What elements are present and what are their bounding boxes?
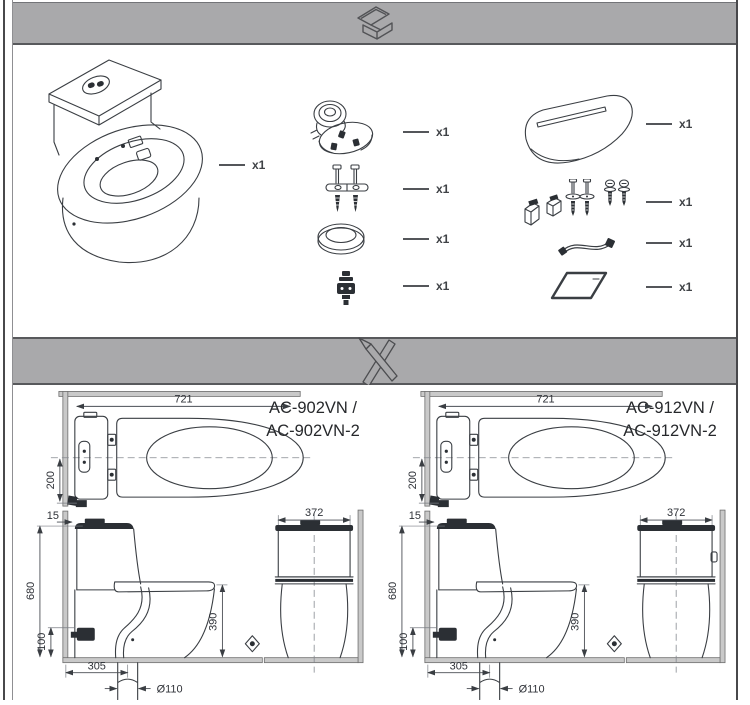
page-content: x1 x1 [12,0,737,701]
dimensions-section-bar [13,337,736,387]
dim-overall-height: 680 [25,582,37,600]
dim-overall-height: 680 [387,582,399,600]
pencil-ruler-cross-icon [357,337,398,387]
qty-label: x1 [679,195,693,209]
qty-label: x1 [436,182,450,196]
dim-seat-center: 200 [407,471,419,489]
open-box-icon [356,6,393,40]
side-view: 15 680 100 305 Ø110 [387,510,625,701]
dim-inlet-height: 100 [36,633,48,651]
page-edge-right [736,0,738,700]
model-label-ac912: AC-912VN / AC-912VN-2 [605,397,735,443]
dimension-panels: 721 200 [13,385,737,701]
dimension-drawing-right: 721 200 [387,391,726,701]
qty-inlet-fitting: x1 [403,277,449,295]
qty-label: x1 [436,232,450,246]
qty-label: x1 [436,279,450,293]
qty-label: x1 [679,236,693,250]
dim-overall-depth: 721 [174,393,192,405]
leader-line [403,238,429,240]
flush-knob [710,551,718,563]
panel-ac912: 721 200 [375,385,737,701]
dim-overall-width: 372 [667,507,685,519]
leader-line [646,201,672,203]
qty-mounting-hardware: x1 [646,193,692,211]
front-view: 372 [606,507,726,673]
qty-label: x1 [679,117,693,131]
dim-wall-gap: 15 [409,510,421,522]
leader-line [646,242,672,244]
qty-protective-sheet: x1 [646,278,692,296]
wax-ring-drawing [317,223,365,255]
qty-label: x1 [436,125,450,139]
dim-overall-width: 372 [305,507,323,519]
model-line1: AC-912VN / [625,399,715,417]
qty-seat-cover: x1 [646,115,692,133]
dimension-drawing-left: 721 200 [25,391,364,701]
qty-floor-bolts: x1 [403,180,449,198]
model-line1: AC-902VN / [268,399,358,417]
dim-inlet-height: 100 [398,633,410,651]
side-view: 15 680 100 305 Ø110 [25,510,263,701]
dim-overall-depth: 721 [536,393,554,405]
leader-line [646,123,672,125]
seat-cover-drawing [524,94,633,164]
dim-rim-height: 390 [569,613,581,631]
packaging-section-bar [13,2,736,45]
page-edge-left [3,0,5,700]
leader-line [403,285,429,287]
plan-view: 721 200 [407,391,675,508]
supply-hose-drawing [558,238,615,256]
toilet-isometric-drawing [48,59,203,264]
dim-rough-in: 305 [450,661,468,673]
dim-rough-in: 305 [88,661,106,673]
dim-drain-diameter: Ø110 [519,684,545,696]
model-line2: AC-902VN-2 [266,422,360,440]
parts-list-section: x1 x1 [13,45,736,337]
leader-line [646,286,672,288]
model-label-ac902: AC-902VN / AC-902VN-2 [248,397,378,443]
dim-rim-height: 390 [207,613,219,631]
qty-supply-hose: x1 [646,234,692,252]
dim-seat-center: 200 [45,471,57,489]
inlet-fitting-drawing [337,271,355,305]
plan-view: 721 200 [45,391,313,508]
mounting-hardware-drawing [524,179,631,226]
leader-line [403,131,429,133]
protective-sheet-drawing [550,271,608,300]
qty-label: x1 [679,280,693,294]
front-view: 372 [244,507,364,673]
qty-drain-flange: x1 [403,123,449,141]
floor-bolts-drawing [325,164,369,212]
qty-toilet-unit: x1 [219,156,265,174]
dim-drain-diameter: Ø110 [157,684,183,696]
drain-flange-drawing [310,100,374,155]
leader-line [403,188,429,190]
dim-wall-gap: 15 [47,510,59,522]
leader-line [219,164,245,166]
model-line2: AC-912VN-2 [623,422,717,440]
qty-wax-ring: x1 [403,230,449,248]
qty-label: x1 [252,158,266,172]
panel-ac902: 721 200 [13,385,378,701]
